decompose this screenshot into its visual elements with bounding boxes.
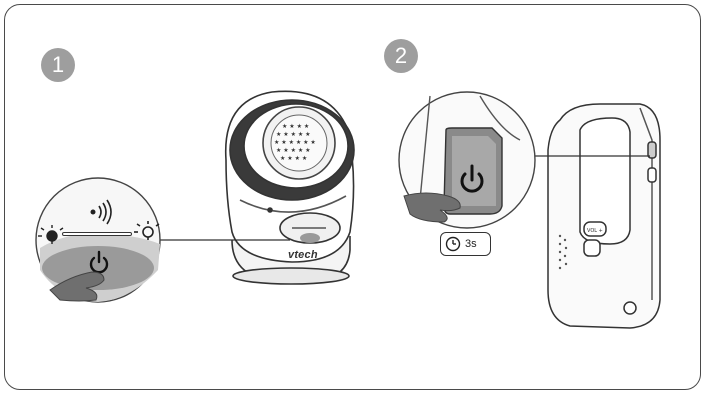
svg-text:★ ★ ★ ★: ★ ★ ★ ★ bbox=[282, 123, 309, 130]
svg-text:★ ★ ★ ★: ★ ★ ★ ★ bbox=[280, 155, 307, 162]
parent-unit-illustration: VOL + bbox=[548, 104, 660, 328]
hold-duration-text: 3s bbox=[465, 238, 477, 250]
svg-text:★ ★ ★ ★ ★ ★: ★ ★ ★ ★ ★ ★ bbox=[274, 139, 316, 146]
vtech-logo: vtech bbox=[288, 249, 318, 261]
hold-duration-badge: 3s bbox=[440, 232, 491, 256]
svg-text:★ ★ ★ ★ ★: ★ ★ ★ ★ ★ bbox=[276, 147, 311, 154]
clock-icon bbox=[445, 236, 461, 252]
svg-text:VOL +: VOL + bbox=[587, 228, 603, 234]
svg-text:★ ★ ★ ★ ★: ★ ★ ★ ★ ★ bbox=[276, 131, 311, 138]
